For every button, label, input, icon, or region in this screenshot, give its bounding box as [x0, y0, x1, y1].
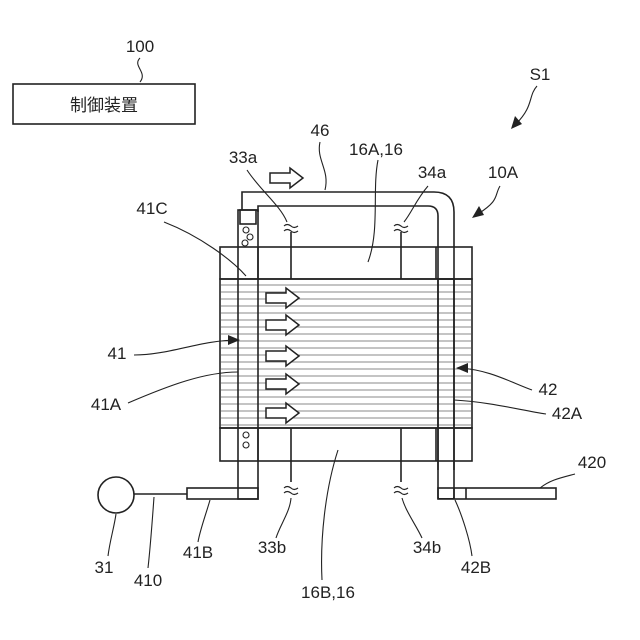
leader-31: [108, 514, 116, 556]
leader-42A: [454, 400, 546, 414]
top-loop-pipe-inner: [258, 206, 438, 470]
label-34b: 34b: [413, 538, 441, 557]
label-420: 420: [578, 453, 606, 472]
pump: [98, 477, 134, 513]
label-41B: 41B: [183, 543, 213, 562]
flow-arrow-core: [266, 315, 299, 335]
label-410: 410: [134, 571, 162, 590]
system-leader: [516, 86, 537, 124]
leader-46: [319, 142, 326, 190]
leader-42B: [455, 500, 472, 556]
flow-arrow-core: [266, 403, 299, 423]
left-pipe-patch: [239, 489, 257, 498]
leader-41B: [198, 500, 210, 542]
pipe-fitting: [240, 210, 256, 224]
label-31: 31: [95, 558, 114, 577]
label-42: 42: [539, 380, 558, 399]
leader-34b: [402, 498, 422, 538]
label-46: 46: [311, 121, 330, 140]
label-41C: 41C: [136, 199, 167, 218]
controller-label: 制御装置: [70, 96, 138, 116]
bubble: [243, 227, 249, 233]
right-pipe-patch: [439, 489, 453, 498]
controller-ref-label: 100: [126, 37, 154, 56]
bubble: [247, 234, 253, 240]
label-34a: 34a: [418, 163, 447, 182]
label-16B: 16B,16: [301, 583, 355, 602]
flow-arrow-core: [266, 288, 299, 308]
sensor-33a-break: [284, 225, 298, 233]
sensor-34b-break: [394, 487, 408, 495]
right-pipe: [438, 279, 454, 498]
bubble: [242, 240, 248, 246]
flow-arrow-top: [270, 168, 303, 188]
unit-leader: [478, 186, 500, 214]
leader-420: [540, 474, 575, 488]
label-41A: 41A: [91, 395, 122, 414]
leader-41A: [128, 372, 238, 403]
controller-leader: [138, 58, 143, 82]
bubble: [243, 432, 249, 438]
leader-42: [460, 368, 532, 390]
label-33b: 33b: [258, 538, 286, 557]
label-16A: 16A,16: [349, 140, 403, 159]
outlet-pipe: [438, 488, 556, 499]
unit-label: 10A: [488, 163, 519, 182]
flow-arrow-core: [266, 374, 299, 394]
leader-33b: [276, 498, 291, 538]
leader-16B: [322, 450, 338, 580]
system-arrowhead: [511, 116, 522, 129]
label-42A: 42A: [552, 404, 583, 423]
system-label: S1: [530, 65, 551, 84]
flow-arrow-core: [266, 346, 299, 366]
bubble: [243, 442, 249, 448]
sensor-33b-break: [284, 487, 298, 495]
leader-41C: [164, 222, 246, 276]
arrowhead-42: [456, 363, 468, 373]
unit-arrowhead: [472, 206, 484, 218]
leader-410: [148, 497, 154, 568]
sensor-34a-break: [394, 225, 408, 233]
label-33a: 33a: [229, 148, 258, 167]
label-42B: 42B: [461, 558, 491, 577]
label-41: 41: [108, 344, 127, 363]
